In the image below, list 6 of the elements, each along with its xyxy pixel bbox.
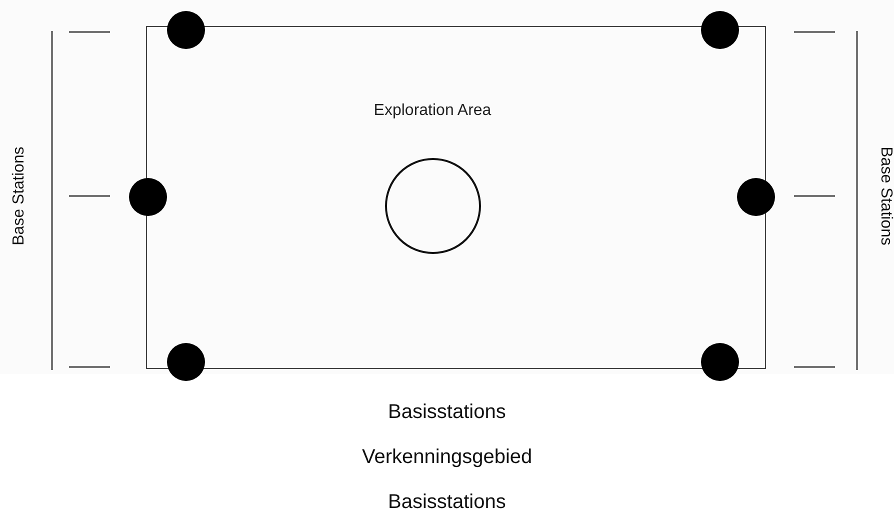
- side-label: Base Stations: [876, 146, 894, 246]
- caption-line: Basisstations: [388, 400, 506, 424]
- caption-line: Basisstations: [388, 490, 506, 514]
- side-label: Base Stations: [10, 146, 28, 246]
- area-title: Exploration Area: [372, 102, 492, 120]
- caption-line: Verkenningsgebied: [362, 446, 532, 468]
